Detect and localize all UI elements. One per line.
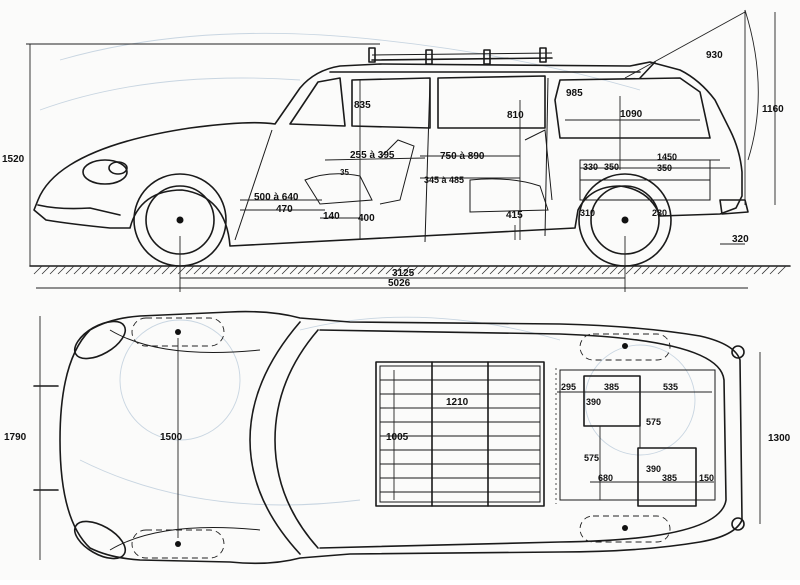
dim-rear-385a: 385 — [604, 382, 619, 392]
dim-front-track: 1500 — [160, 432, 183, 443]
dim-leg-room-2: 345 à 485 — [424, 175, 464, 185]
dim-rear-floor-a: 310 — [580, 208, 595, 218]
body-outline — [33, 61, 743, 247]
dim-load-length-1: 1450 — [657, 152, 677, 162]
dim-rear-overhang: 320 — [732, 234, 749, 245]
dim-rear-150: 150 — [699, 473, 714, 483]
dim-jump-seat-len: 350 — [604, 162, 619, 172]
dim-jump-seat-back: 330 — [583, 162, 598, 172]
dim-rear-575a: 575 — [646, 417, 661, 427]
dim-rear-575b: 575 — [584, 453, 599, 463]
roof-rack-side — [368, 47, 553, 65]
dim-width: 1790 — [4, 432, 27, 443]
dim-rear-cargo-height: 810 — [507, 110, 524, 121]
top-view — [33, 310, 761, 565]
dim-seat-travel-2: 750 à 890 — [440, 151, 485, 162]
dim-rack-width: 1005 — [386, 432, 409, 443]
dim-tailgate-opening: 930 — [706, 50, 723, 61]
dim-seat-depth: 140 — [323, 211, 340, 222]
dim-rear-opening: 1160 — [762, 104, 784, 115]
dim-rear-535: 535 — [663, 382, 678, 392]
dim-rear-295: 295 — [561, 382, 576, 392]
top-dimension-labels: 1790 1500 1300 1210 1005 295 385 535 390… — [4, 382, 791, 483]
side-dimension-labels: 1520 835 930 985 1160 810 1090 255 à 395… — [2, 50, 784, 289]
side-view — [26, 9, 791, 292]
dim-rear-floor-b: 230 — [652, 208, 667, 218]
dim-seat-height: 470 — [276, 204, 293, 215]
dim-rack-height: 985 — [566, 88, 583, 99]
dim-seat-travel-1: 255 à 395 — [350, 150, 395, 161]
dim-rack-length: 1210 — [446, 397, 469, 408]
ground-line — [29, 265, 791, 275]
dim-rear-390a: 390 — [586, 397, 601, 407]
ghost-lines — [39, 32, 696, 506]
dim-rear-390b: 390 — [646, 464, 661, 474]
dim-leg-room-1: 500 à 640 — [254, 192, 299, 203]
dim-roof-height: 835 — [354, 100, 371, 111]
dim-cargo-length-rear: 1090 — [620, 109, 643, 120]
dim-floor-height: 415 — [506, 210, 523, 221]
top-body-outline — [59, 310, 743, 565]
dim-total-length: 5026 — [388, 278, 411, 289]
dim-rear-680: 680 — [598, 473, 613, 483]
dim-load-length-2: 350 — [657, 163, 672, 173]
dim-total-height: 1520 — [2, 154, 25, 165]
dim-seat-base: 400 — [358, 213, 375, 224]
dim-small-tag: 35 — [340, 168, 349, 177]
dim-rear-385b: 385 — [662, 473, 677, 483]
dim-wheelbase: 3125 — [392, 268, 415, 279]
dim-rear-track: 1300 — [768, 433, 791, 444]
